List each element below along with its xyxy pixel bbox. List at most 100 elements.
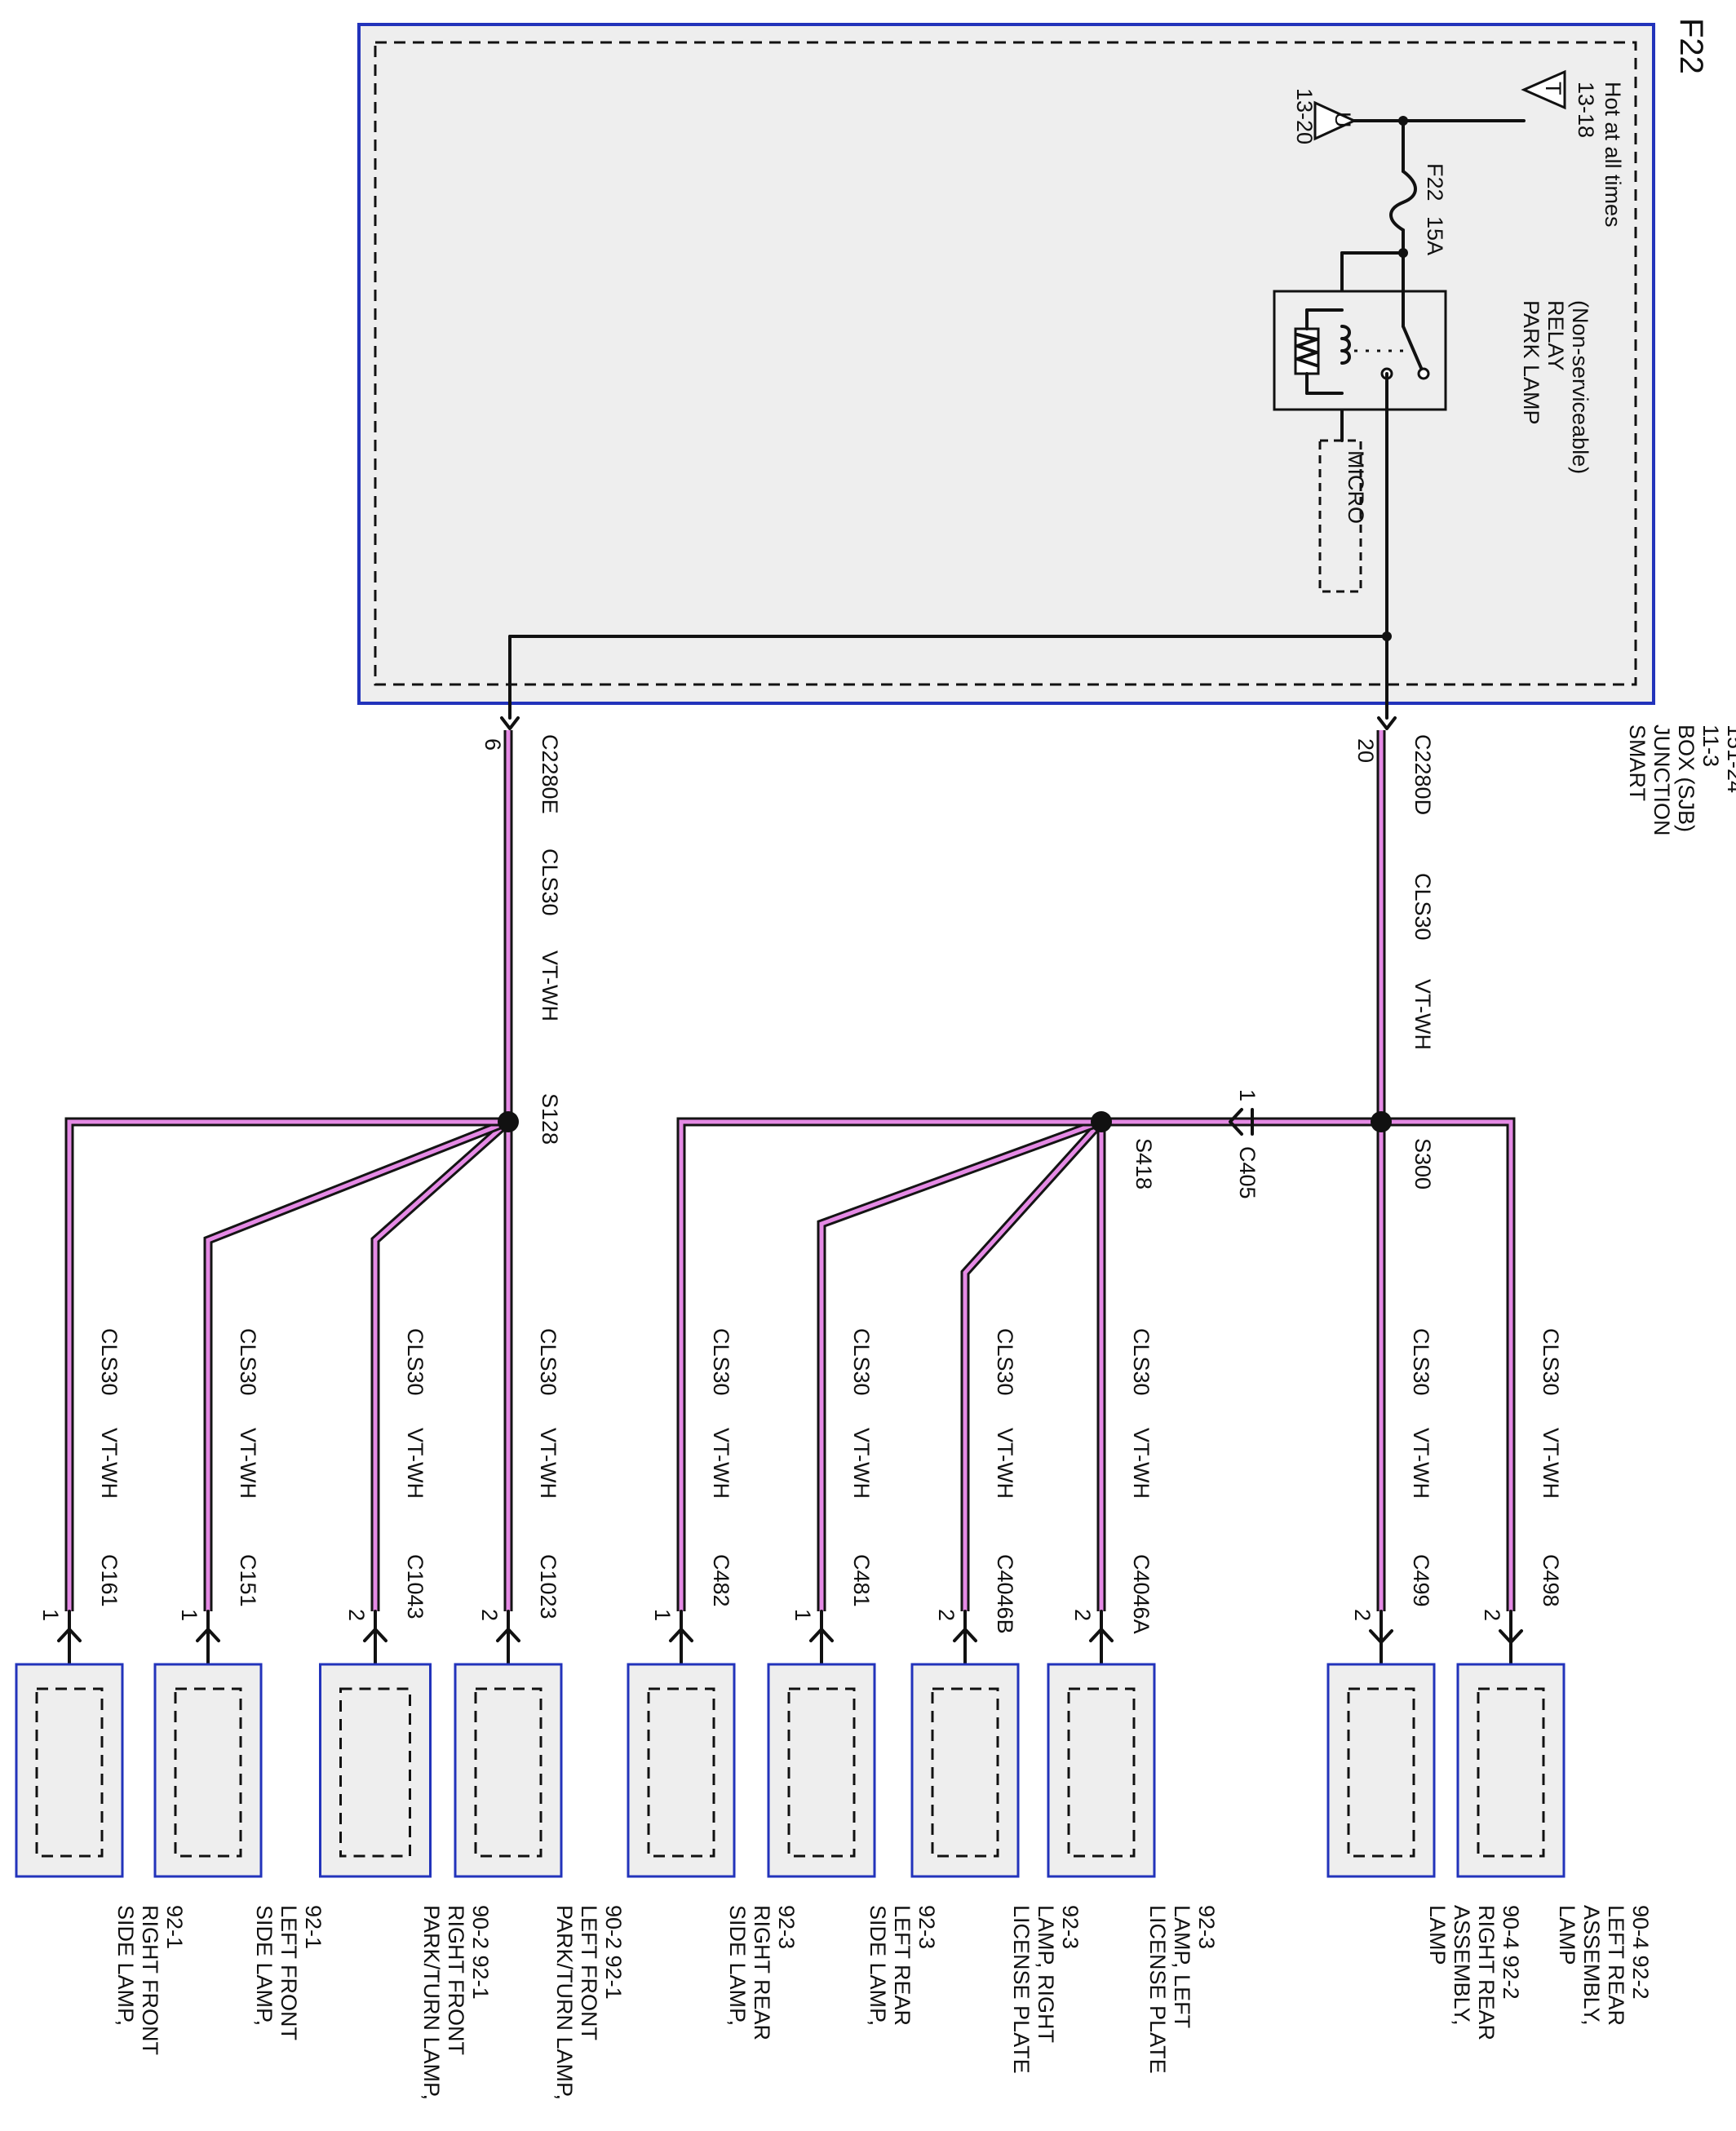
c2280e-pin: 6 [480,738,505,751]
component-label-line: 92-3 [914,1905,939,1949]
fuse-symbol [1389,170,1417,232]
branch-connector-label: C482 [709,1554,733,1607]
branch-connector-label: C4046A [1129,1554,1154,1634]
harness-labels: C2280D20CLS30VT-WHC2280E6CLS30VT-WHS300S… [38,734,1563,1634]
component-label-line: LICENSE PLATE [1145,1905,1170,2074]
branch-connector-label: C498 [1539,1554,1563,1607]
c2280d-label: C2280D [1410,734,1435,815]
sjb-internal-circuit [500,69,1566,730]
terminal-u-ref: 13-20 [1292,88,1317,144]
branch-wire-code: CLS30 [97,1328,122,1396]
component-label-line: SIDE LAMP, [725,1905,750,2026]
relay-label-line: PARK LAMP [1519,300,1543,425]
fuse-name: F22 [1423,163,1447,202]
splice-s128 [498,1111,519,1132]
relay-label-line: (Non-serviceable) [1568,300,1592,474]
component-label-line: SIDE LAMP, [113,1905,138,2026]
branch-wire-code: CLS30 [1409,1328,1433,1396]
component-box [153,1663,263,1878]
component-box [319,1663,432,1878]
branch-wire-code: CLS30 [709,1328,733,1396]
component-label-line: 90-2 92-1 [601,1905,626,2000]
micro-label: MICRO [1344,450,1368,524]
component-label-line: PARK/TURN LAMP, [419,1905,444,2100]
component-label-line: 90-4 92-2 [1499,1905,1523,2000]
micro-box [1318,439,1362,593]
branch-wire-color: VT-WH [1409,1428,1433,1499]
component-label-line: LEFT REAR [890,1905,914,2026]
c405-label: C405 [1235,1146,1260,1199]
terminal-t-letter: T [1541,82,1566,95]
branch-wire-code: CLS30 [1539,1328,1563,1396]
branch-connector-label: C1043 [403,1554,427,1619]
trunk-wire-code: CLS30 [538,848,562,916]
relay-label-line: RELAY [1543,300,1568,371]
component-box [15,1663,124,1878]
component-label-line: 92-3 [1194,1905,1219,1949]
branch-wire-color: VT-WH [236,1428,260,1499]
branch-pin: 2 [344,1609,369,1621]
terminal-u-letter: U [1331,112,1355,128]
component-box [627,1663,736,1878]
branch-pin: 2 [1070,1609,1095,1621]
component-label-line: 92-3 [1058,1905,1083,1949]
component-label-line: 90-2 92-1 [468,1905,493,2000]
splice-s300 [1371,1111,1392,1132]
branch-wire-color: VT-WH [1129,1428,1154,1499]
branch-wire-c498 [1381,1117,1516,1611]
splice-s418 [1091,1111,1112,1132]
branch-connector-label: C161 [97,1554,122,1607]
branch-wire-c1043 [370,1118,512,1611]
component-label-line: LEFT FRONT [277,1905,301,2040]
terminal-t-triangle [1521,69,1566,110]
component-box [1456,1663,1566,1878]
component-label-line: RIGHT REAR [1474,1905,1499,2040]
c2280d-pin: 20 [1353,738,1378,763]
component-label-line: RIGHT FRONT [138,1905,162,2055]
branch-wire-code: CLS30 [993,1328,1017,1396]
terminal-t-ref: 13-18 [1574,82,1598,138]
branch-wire-color: VT-WH [993,1428,1017,1499]
branch-wire-code: CLS30 [403,1328,427,1396]
c405-connector [1229,1108,1254,1136]
component-box [767,1663,876,1878]
branch-wire-code: CLS30 [536,1328,560,1396]
component-box [1326,1663,1436,1878]
sjb-title-line: JUNCTION [1650,724,1674,836]
component-label-line: SIDE LAMP, [866,1905,890,2026]
branch-wire-c161 [64,1117,508,1611]
branch-wire-code: CLS30 [849,1328,874,1396]
branch-wire-color: VT-WH [536,1428,560,1499]
component-label-line: 92-3 [774,1905,799,1949]
trunk-wire-color: VT-WH [538,950,562,1021]
s418-label: S418 [1132,1138,1156,1190]
branch-pin: 1 [650,1609,675,1621]
branch-connector-label: C1023 [536,1554,560,1619]
component-box [1047,1663,1156,1878]
branch-wire-code: CLS30 [236,1328,260,1396]
component-label-line: LAMP [1555,1905,1579,1965]
component-box [910,1663,1020,1878]
sjb-title-line: SMART [1625,724,1650,801]
branch-wire-code: CLS30 [1129,1328,1154,1396]
branch-pin: 1 [177,1609,202,1621]
branch-pin: 1 [38,1609,63,1621]
component-label-line: RIGHT REAR [750,1905,774,2040]
terminal-u-triangle [1313,100,1357,141]
s300-label: S300 [1410,1138,1435,1190]
component-label-line: 92-1 [301,1905,326,1949]
